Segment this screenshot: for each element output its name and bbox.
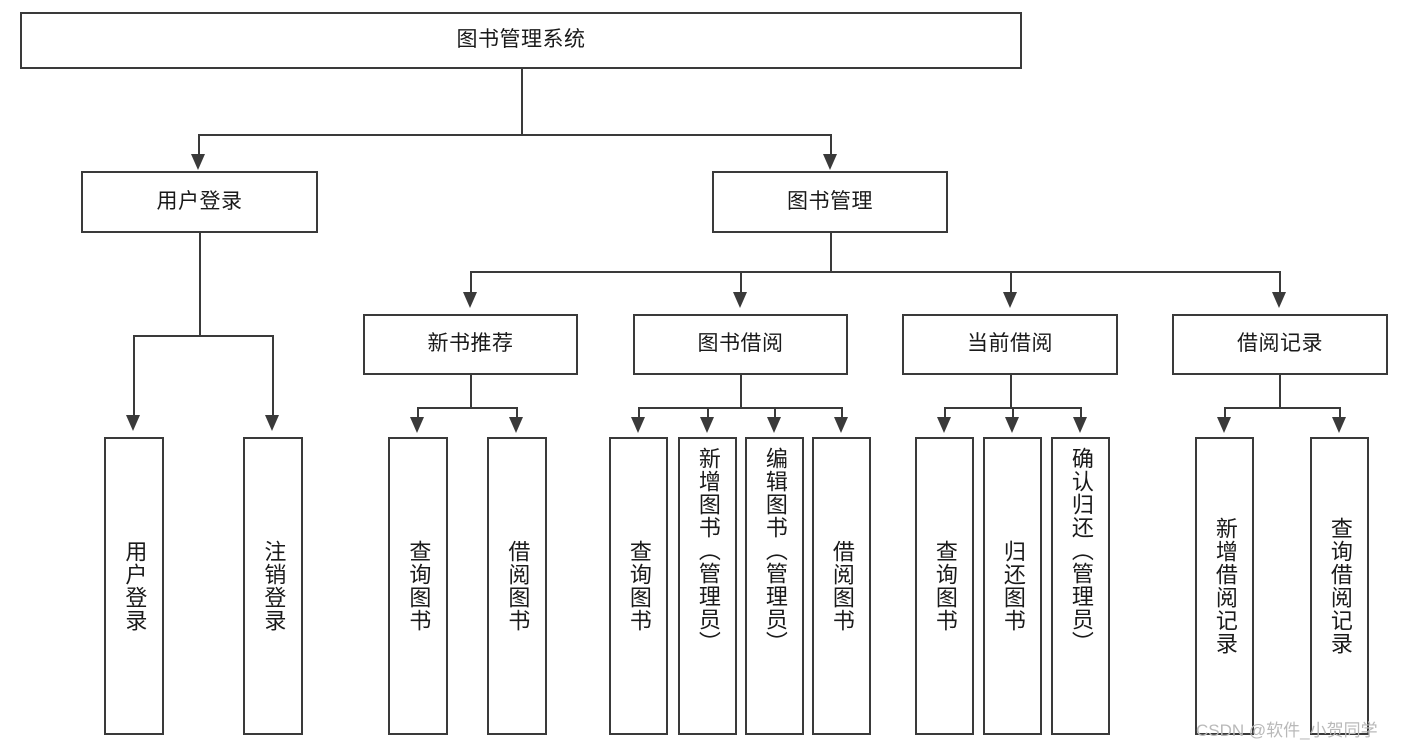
leaf-borrow-book-recommend[interactable]: 借阅图书 [487,437,547,735]
arrowhead-cb-leaf-2 [1005,417,1019,433]
connector-to-borrow-record [1279,271,1281,294]
connector-current-borrow-stem [1010,375,1012,407]
arrowhead-to-leaf-logout [265,415,279,431]
leaf-query-book-current[interactable]: 查询图书 [915,437,974,735]
arrowhead-bb-leaf-3 [767,417,781,433]
connector-to-book-management [830,134,832,156]
connector-bb-leaf-1 [638,407,640,419]
node-borrow-record[interactable]: 借阅记录 [1172,314,1388,375]
connector-borrow-record-bar [1224,407,1340,409]
connector-level2-bar [198,134,830,136]
node-label: 借阅记录 [1237,332,1323,356]
node-label: 借阅图书 [829,540,855,632]
arrowhead-to-user-login [191,154,205,170]
connector-cb-leaf-3 [1080,407,1082,419]
connector-root-stem [521,69,523,134]
connector-user-login-bar [133,335,273,337]
connector-borrow-record-stem [1279,375,1281,407]
arrowhead-to-current-borrow [1003,292,1017,308]
node-label: 确认归还（管理员） [1068,447,1094,654]
node-label: 注销登录 [261,540,287,632]
arrowhead-cb-leaf-1 [937,417,951,433]
connector-new-book-recommend-bar [417,407,517,409]
arrowhead-nbr-leaf-2 [509,417,523,433]
connector-bb-leaf-3 [774,407,776,419]
node-root-system[interactable]: 图书管理系统 [20,12,1022,69]
connector-level3-bar [470,271,1279,273]
connector-nbr-leaf-1 [417,407,419,419]
arrowhead-to-book-management [823,154,837,170]
connector-to-user-login [198,134,200,156]
arrowhead-br-leaf-2 [1332,417,1346,433]
connector-new-book-recommend-stem [470,375,472,407]
arrowhead-bb-leaf-4 [834,417,848,433]
node-label: 编辑图书（管理员） [762,447,788,654]
node-label: 图书管理系统 [456,28,586,52]
node-label: 查询图书 [406,540,432,632]
leaf-borrow-book[interactable]: 借阅图书 [812,437,871,735]
arrowhead-to-book-borrow [733,292,747,308]
leaf-edit-book-admin[interactable]: 编辑图书（管理员） [745,437,804,735]
arrowhead-to-leaf-user-login [126,415,140,431]
leaf-query-borrow-record[interactable]: 查询借阅记录 [1310,437,1369,735]
connector-book-borrow-stem [740,375,742,407]
arrowhead-bb-leaf-2 [700,417,714,433]
node-current-borrow[interactable]: 当前借阅 [902,314,1118,375]
node-label: 新增图书（管理员） [695,447,721,654]
node-label: 归还图书 [1000,540,1026,632]
arrowhead-nbr-leaf-1 [410,417,424,433]
connector-bb-leaf-4 [841,407,843,419]
leaf-query-book-recommend[interactable]: 查询图书 [388,437,448,735]
node-book-borrow[interactable]: 图书借阅 [633,314,848,375]
leaf-confirm-return-admin[interactable]: 确认归还（管理员） [1051,437,1110,735]
connector-to-leaf-logout [272,335,274,417]
leaf-query-book-borrow[interactable]: 查询图书 [609,437,668,735]
connector-user-login-stem [199,233,201,335]
node-new-book-recommend[interactable]: 新书推荐 [363,314,578,375]
arrowhead-cb-leaf-3 [1073,417,1087,433]
arrowhead-br-leaf-1 [1217,417,1231,433]
node-label: 用户登录 [156,189,243,213]
node-label: 图书管理 [787,189,873,213]
connector-to-leaf-user-login [133,335,135,417]
connector-book-management-stem [830,233,832,271]
connector-cb-leaf-2 [1012,407,1014,419]
node-label: 新书推荐 [427,332,514,356]
connector-nbr-leaf-2 [516,407,518,419]
connector-to-current-borrow [1010,271,1012,294]
node-label: 图书借阅 [697,332,784,356]
node-label: 查询图书 [626,540,652,632]
node-label: 查询借阅记录 [1327,517,1353,655]
connector-br-leaf-1 [1224,407,1226,419]
leaf-user-login[interactable]: 用户登录 [104,437,164,735]
connector-bb-leaf-2 [707,407,709,419]
node-user-login[interactable]: 用户登录 [81,171,318,233]
node-label: 查询图书 [932,540,958,632]
arrowhead-to-new-book-recommend [463,292,477,308]
leaf-add-book-admin[interactable]: 新增图书（管理员） [678,437,737,735]
node-label: 当前借阅 [967,332,1053,356]
node-label: 用户登录 [122,540,148,632]
connector-cb-leaf-1 [944,407,946,419]
leaf-add-borrow-record[interactable]: 新增借阅记录 [1195,437,1254,735]
arrowhead-to-borrow-record [1272,292,1286,308]
node-label: 借阅图书 [505,540,531,632]
connector-to-book-borrow [740,271,742,294]
leaf-return-book[interactable]: 归还图书 [983,437,1042,735]
node-book-management[interactable]: 图书管理 [712,171,948,233]
connector-to-new-book-recommend [470,271,472,294]
connector-book-borrow-bar [638,407,842,409]
connector-br-leaf-2 [1339,407,1341,419]
arrowhead-bb-leaf-1 [631,417,645,433]
node-label: 新增借阅记录 [1212,517,1238,655]
leaf-logout[interactable]: 注销登录 [243,437,303,735]
